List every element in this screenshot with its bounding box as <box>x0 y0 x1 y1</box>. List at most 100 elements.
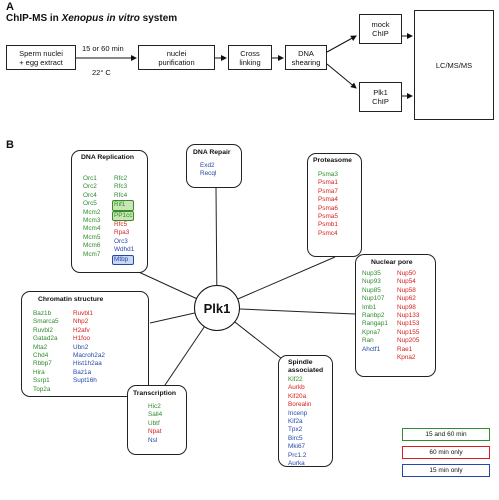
mock-line2: ChIP <box>372 29 389 38</box>
step-sperm-line2: + egg extract <box>19 57 63 67</box>
protein-label: Nup58 <box>397 286 416 294</box>
step-cross-line1: Cross <box>240 48 260 58</box>
protein-label: Prc1.2 <box>288 451 307 459</box>
protein-label: Nup107 <box>362 295 385 303</box>
protein-label: Baz1a <box>73 368 92 376</box>
protein-label: Nup35 <box>362 270 381 277</box>
protein-label: Kpna7 <box>362 328 381 336</box>
protein-label: Rfc2 <box>114 175 128 182</box>
protein-label: PP1cc <box>112 210 135 222</box>
protein-label: Orc5 <box>83 200 97 208</box>
protein-label: Smarca5 <box>33 318 59 326</box>
protein-label: Psmb1 <box>318 221 338 229</box>
cluster-title: Proteasome <box>313 157 352 164</box>
cluster-title: DNA Replication <box>81 154 134 161</box>
protein-label: Nup54 <box>397 278 416 286</box>
protein-label: Mcm4 <box>83 225 101 233</box>
protein-label: Exd2 <box>200 162 215 169</box>
protein-label: Hist1h2aa <box>73 360 102 368</box>
protein-label: Mcm2 <box>83 208 101 216</box>
protein-label: Ssrp1 <box>33 377 50 385</box>
protein-label: Kif2a <box>288 418 303 426</box>
protein-label: Nsl <box>148 436 158 444</box>
legend-label: 15 min only <box>429 467 463 474</box>
protein-label: Wdhd1 <box>114 246 135 254</box>
protein-label: Supt16h <box>73 377 97 385</box>
protein-label: Psma3 <box>318 171 338 178</box>
cluster-title-line1: Spindle <box>288 359 313 366</box>
panel-b-label: B <box>6 139 14 151</box>
step-cross-line2: linking <box>239 57 261 67</box>
protein-label: Mta2 <box>33 343 48 351</box>
protein-label: Kif22 <box>288 376 303 383</box>
protein-label: Incenp <box>288 409 308 417</box>
protein-label: Psma5 <box>318 213 338 221</box>
protein-label: Orc4 <box>83 191 97 199</box>
protein-label: Nup155 <box>397 328 420 336</box>
protein-label: Rpa3 <box>114 229 130 237</box>
legend-60-only: 60 min only <box>402 446 490 459</box>
protein-label: Ruvbl1 <box>73 310 93 317</box>
protein-label: Nhp2 <box>73 318 89 326</box>
protein-label: Kpna2 <box>397 354 416 362</box>
legend-both: 15 and 60 min <box>402 428 490 441</box>
protein-label: Orc2 <box>83 183 97 191</box>
cluster-title: Chromatin structure <box>38 296 104 303</box>
protein-label: Psma1 <box>318 179 338 187</box>
protein-label: Mtbp <box>112 254 135 266</box>
plk1-center-node: Plk1 <box>194 285 240 331</box>
cluster-title: Nuclear pore <box>371 259 413 266</box>
protein-label: Rfc4 <box>114 191 128 199</box>
protein-label: Nup85 <box>362 286 381 294</box>
protein-label: Borealin <box>288 401 312 409</box>
protein-label: Baz1b <box>33 310 52 317</box>
protein-label: H2afv <box>73 326 90 334</box>
protein-label: Nup98 <box>397 303 416 311</box>
protein-label: Rif1 <box>112 200 135 211</box>
protein-label: Aurkb <box>288 384 305 392</box>
protein-label: Nup153 <box>397 320 420 328</box>
panel-a-label: A <box>6 1 14 13</box>
cluster-title: Transcription <box>133 390 177 397</box>
time-label: 15 or 60 min <box>82 44 124 53</box>
protein-label: Kif20a <box>288 392 307 400</box>
protein-label: Nup50 <box>397 270 416 277</box>
title-italic-text: Xenopus in vitro <box>61 13 140 24</box>
plk1-chip-line2: ChIP <box>372 97 389 106</box>
protein-label: Psmc4 <box>318 229 338 237</box>
step-dna-line2: shearing <box>291 57 321 67</box>
protein-label: Rfc5 <box>114 221 128 229</box>
protein-label: Mcm5 <box>83 233 101 241</box>
protein-label: Rbbp7 <box>33 360 52 368</box>
mock-line1: mock <box>371 20 390 29</box>
protein-label: Ahctf1 <box>362 345 381 353</box>
protein-label: Ranbp2 <box>362 312 385 320</box>
protein-label: Orc1 <box>83 175 97 182</box>
protein-label: Gatad2a <box>33 335 58 343</box>
protein-label: Aurka <box>288 460 305 468</box>
protein-label: Mcm6 <box>83 242 101 250</box>
cluster-title: DNA Repair <box>193 149 231 156</box>
step-sperm-nuclei: Sperm nuclei+ egg extract <box>6 45 76 70</box>
title-text-end: system <box>139 13 178 24</box>
protein-label: Rangap1 <box>362 320 388 328</box>
protein-label: Birc5 <box>288 434 303 442</box>
protein-label: Orc3 <box>114 237 128 245</box>
protein-label: Mcm7 <box>83 250 101 258</box>
protein-label: H1foo <box>73 335 91 343</box>
